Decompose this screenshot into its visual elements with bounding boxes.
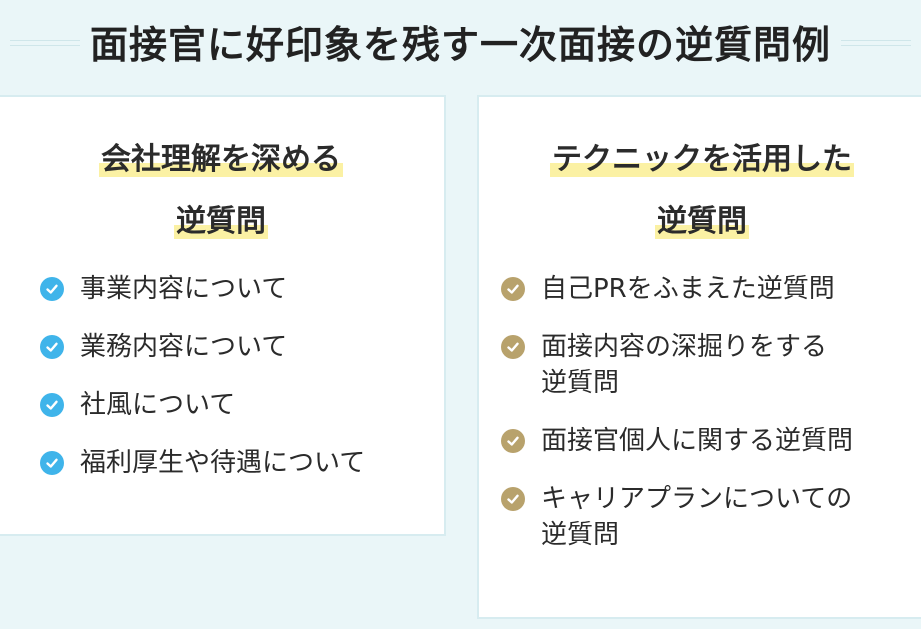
list-item-text: 業務内容について (80, 332, 288, 362)
check-circle-icon (501, 487, 525, 511)
check-circle-icon (501, 335, 525, 359)
card-technique-questions: テクニックを活用した 逆質問 自己PRをふまえた逆質問面接内容の深掘りをする 逆… (477, 95, 921, 619)
question-list: 事業内容について業務内容について社風について福利厚生や待遇について (0, 271, 444, 481)
list-item: 面接官個人に関する逆質問 (501, 423, 921, 459)
card-heading: テクニックを活用した 逆質問 (479, 129, 921, 253)
title-area: 面接官に好印象を残す一次面接の逆質問例 (0, 0, 921, 80)
card-heading-line1: テクニックを活用した (550, 142, 854, 177)
check-circle-icon (40, 335, 64, 359)
check-circle-icon (501, 429, 525, 453)
page-title: 面接官に好印象を残す一次面接の逆質問例 (0, 14, 921, 69)
card-heading: 会社理解を深める 逆質問 (0, 129, 444, 253)
card-company-understanding: 会社理解を深める 逆質問 事業内容について業務内容について社風について福利厚生や… (0, 95, 446, 536)
card-heading-line2: 逆質問 (174, 204, 268, 239)
check-circle-icon (40, 451, 64, 475)
list-item-text: 福利厚生や待遇について (80, 448, 366, 478)
list-item-text: 面接内容の深掘りをする 逆質問 (541, 332, 828, 398)
page-title-text: 面接官に好印象を残す一次面接の逆質問例 (79, 23, 841, 67)
list-item: 社風について (40, 387, 444, 423)
list-item: 自己PRをふまえた逆質問 (501, 271, 921, 307)
check-circle-icon (501, 277, 525, 301)
question-list: 自己PRをふまえた逆質問面接内容の深掘りをする 逆質問面接官個人に関する逆質問キ… (479, 271, 921, 553)
list-item-text: 社風について (80, 390, 236, 420)
list-item-text: 事業内容について (80, 274, 288, 304)
check-circle-icon (40, 393, 64, 417)
list-item-text: キャリアプランについての 逆質問 (541, 484, 853, 550)
list-item: 福利厚生や待遇について (40, 445, 444, 481)
list-item: 事業内容について (40, 271, 444, 307)
check-circle-icon (40, 277, 64, 301)
card-heading-line2: 逆質問 (655, 204, 749, 239)
list-item-text: 自己PRをふまえた逆質問 (541, 274, 835, 304)
card-heading-line1: 会社理解を深める (99, 142, 343, 177)
list-item: キャリアプランについての 逆質問 (501, 481, 921, 553)
list-item: 業務内容について (40, 329, 444, 365)
list-item-text: 面接官個人に関する逆質問 (541, 426, 854, 456)
list-item: 面接内容の深掘りをする 逆質問 (501, 329, 921, 401)
